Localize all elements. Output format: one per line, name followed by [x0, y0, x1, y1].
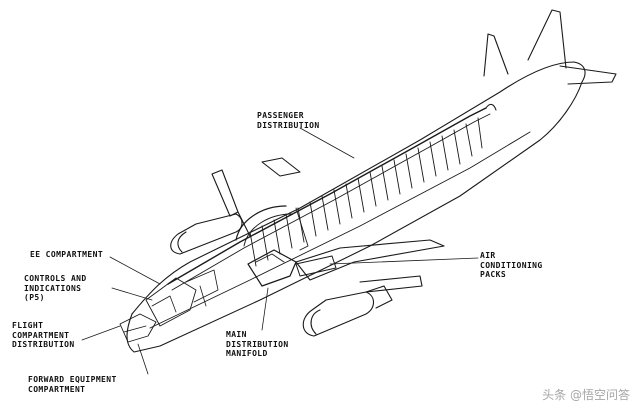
right-engine	[302, 291, 375, 337]
cockpit-frame	[145, 277, 197, 327]
label-ee-compartment: EE COMPARTMENT	[30, 250, 104, 259]
vertical-stabilizer	[483, 33, 509, 77]
riser-ends	[485, 103, 497, 111]
cabin-floor	[149, 131, 531, 329]
cabin-frames	[249, 117, 483, 267]
left-engine	[170, 213, 243, 255]
label-forward-equipment-compartment: FORWARD EQUIPMENT COMPARTMENT	[28, 375, 117, 394]
label-controls-and-indications: CONTROLS AND INDICATIONS (P5)	[24, 274, 87, 302]
left-wing	[211, 169, 239, 217]
flight-compartment-ducting	[119, 313, 157, 343]
watermark: 头条 @悟空问答	[542, 388, 630, 402]
fuselage-bottom	[126, 81, 583, 353]
fuselage-top	[131, 61, 586, 315]
tail-fin	[527, 9, 567, 69]
passenger-distribution-duct	[167, 107, 487, 285]
label-main-distribution-manifold: MAIN DISTRIBUTION MANIFOLD	[226, 330, 289, 358]
right-wing	[295, 239, 445, 281]
label-passenger-distribution: PASSENGER DISTRIBUTION	[257, 111, 320, 130]
horizontal-stabilizer	[559, 65, 617, 85]
leader-lines	[81, 127, 479, 375]
main-distribution-manifold	[247, 249, 297, 287]
label-air-conditioning-packs: AIR CONDITIONING PACKS	[480, 251, 543, 279]
ac-pack	[295, 255, 337, 277]
label-flight-compartment-distribution: FLIGHT COMPARTMENT DISTRIBUTION	[12, 321, 75, 349]
